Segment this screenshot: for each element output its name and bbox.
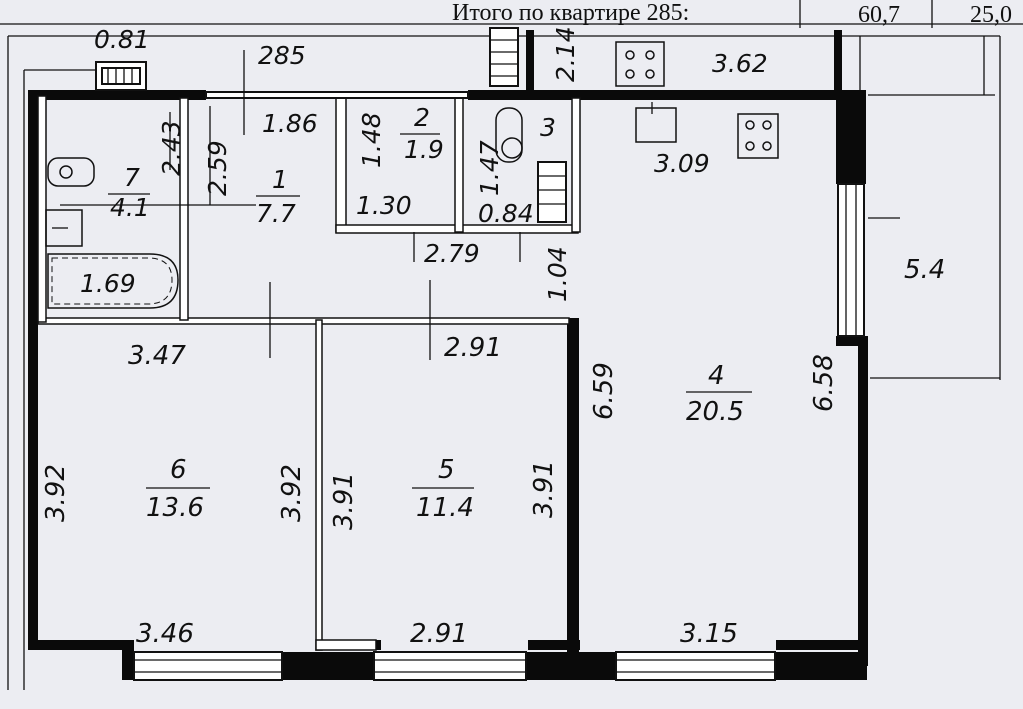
- stove-icon: [615, 41, 665, 87]
- dim-kitchen-door: 1.04: [543, 246, 572, 302]
- dim-kitchen-top: 3.62: [712, 49, 768, 78]
- svg-text:1.9: 1.9: [404, 135, 444, 164]
- dim-room6-top: 3.47: [128, 341, 186, 371]
- svg-text:4: 4: [708, 361, 725, 391]
- dim-bathtub: 1.69: [80, 269, 136, 298]
- living-area-value: 25,0: [970, 2, 1012, 28]
- total-area-value: 60,7: [858, 2, 900, 28]
- stove-icon: [737, 113, 779, 159]
- dim-room6-left: 3.92: [41, 464, 71, 522]
- toilet-icon: [495, 107, 523, 163]
- svg-text:5: 5: [438, 455, 455, 485]
- totals-table: Итого по квартире 285: 60,7 25,0: [0, 0, 1023, 28]
- svg-text:1: 1: [272, 165, 288, 194]
- dim-kitchen-height-right: 6.58: [809, 354, 839, 412]
- dim-room6-right: 3.92: [277, 464, 307, 522]
- dimension-lines: [60, 50, 900, 360]
- svg-text:11.4: 11.4: [416, 493, 474, 523]
- dim-wc-block-width: 2.79: [424, 239, 480, 268]
- dim-bath-height: 2.43: [157, 120, 186, 176]
- bathtub-icon: [47, 253, 179, 309]
- balcony-area-label: 5.4: [904, 255, 945, 285]
- dim-top-small: 2.14: [551, 26, 580, 82]
- room-4-label: 4 20.5: [686, 361, 752, 427]
- toilet-icon: [47, 157, 95, 187]
- dim-room5-top: 2.91: [444, 333, 502, 363]
- dim-utility-width: 0.84: [478, 199, 534, 228]
- dim-kitchen-mid: 3.09: [654, 149, 710, 178]
- dim-corridor-height: 2.59: [203, 140, 232, 196]
- svg-text:6: 6: [170, 455, 187, 485]
- room-labels: 1 7.7 2 1.9 3 4 20.5 5 11.4 6 13.6 7: [108, 103, 945, 523]
- room-6-label: 6 13.6: [146, 455, 210, 523]
- radiator-icon: [489, 27, 519, 87]
- room-3-label: 3: [540, 113, 556, 142]
- dim-wc-width: 1.30: [356, 191, 412, 220]
- dim-room5-left: 3.91: [329, 472, 359, 530]
- svg-text:7.7: 7.7: [256, 199, 296, 228]
- partitions: [37, 95, 581, 651]
- dim-utility-height: 1.47: [475, 140, 504, 196]
- towel-dryer-icon: [537, 161, 567, 223]
- room-5-label: 5 11.4: [412, 455, 474, 523]
- svg-text:20.5: 20.5: [686, 397, 744, 427]
- dim-corridor-top: 1.86: [262, 109, 318, 138]
- windows: [133, 91, 865, 681]
- dimension-labels: 0.81 285 1.86 2.59 2.43 1.69 1.48 1.30 1…: [41, 25, 839, 649]
- dim-room5-right: 3.91: [529, 460, 559, 518]
- svg-text:4.1: 4.1: [110, 193, 150, 222]
- apartment-number: 285: [258, 41, 306, 70]
- fixtures: [45, 27, 779, 309]
- sink-icon: [635, 102, 677, 143]
- washbasin-icon: [45, 209, 83, 247]
- radiator-icon: [95, 61, 147, 91]
- walls: [28, 30, 868, 680]
- dim-room5-bottom: 2.91: [410, 619, 468, 649]
- dim-wc-height: 1.48: [357, 112, 386, 168]
- dim-kitchen-bottom: 3.15: [680, 619, 738, 649]
- room-1-label: 1 7.7: [256, 165, 300, 228]
- dim-room6-bottom: 3.46: [136, 619, 194, 649]
- room-7-label: 7 4.1: [108, 163, 150, 222]
- svg-text:13.6: 13.6: [146, 493, 204, 523]
- svg-text:2: 2: [414, 103, 430, 132]
- svg-text:3: 3: [540, 113, 556, 142]
- dim-top-left: 0.81: [94, 25, 150, 54]
- svg-text:7: 7: [124, 163, 140, 192]
- totals-label: Итого по квартире 285:: [452, 0, 689, 26]
- dim-kitchen-height-left: 6.59: [589, 362, 619, 420]
- room-2-label: 2 1.9: [400, 103, 444, 164]
